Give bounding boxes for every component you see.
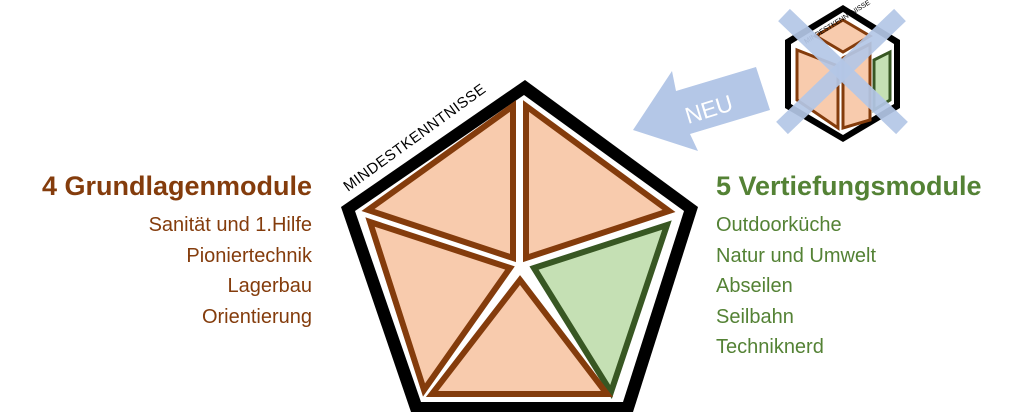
segment-top-right — [523, 100, 676, 263]
segment-bottom — [425, 275, 614, 397]
segment-right-green — [529, 220, 672, 400]
advanced-modules-list: Outdoorküche Natur und Umwelt Abseilen S… — [716, 210, 1016, 363]
advanced-module-item: Seilbahn — [716, 305, 794, 328]
old-hexagon: MINDESTKENNTNISSE — [776, 0, 908, 142]
new-arrow: NEU — [633, 67, 770, 151]
advanced-modules-block: 5 Vertiefungsmodule Outdoorküche Natur u… — [716, 166, 1016, 363]
main-pentagon: MINDESTKENNTNISSE — [340, 80, 698, 412]
advanced-module-item: Natur und Umwelt — [716, 244, 877, 267]
arrow-shape — [633, 67, 770, 151]
advanced-module-item: Abseilen — [716, 275, 793, 297]
basic-modules-list: Sanität und 1.Hilfe Pioniertechnik Lager… — [10, 210, 312, 332]
basic-modules-title: 4 Grundlagenmodule — [41, 171, 312, 201]
basic-modules-block: 4 Grundlagenmodule Sanität und 1.Hilfe P… — [10, 166, 312, 332]
advanced-module-item: Techniknerd — [716, 336, 824, 358]
hex-segment-top — [813, 18, 873, 54]
advanced-modules-title: 5 Vertiefungsmodule — [716, 171, 982, 201]
basic-module-item: Sanität und 1.Hilfe — [148, 214, 312, 236]
segment-left — [365, 217, 515, 397]
advanced-module-item: Outdoorküche — [716, 214, 842, 236]
basic-module-item: Orientierung — [201, 305, 312, 328]
basic-module-item: Pioniertechnik — [186, 244, 312, 267]
basic-module-item: Lagerbau — [227, 275, 312, 297]
segment-top-left — [361, 100, 516, 263]
cross-line-2 — [776, 8, 906, 135]
